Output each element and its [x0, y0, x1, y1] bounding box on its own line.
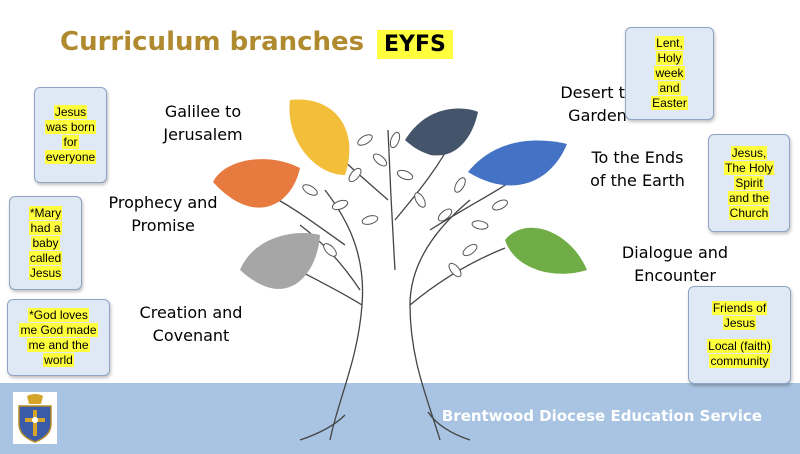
leaf-green	[505, 227, 587, 274]
leaf-orange	[213, 159, 300, 208]
topic-box-jesus-born: Jesus was born for everyone	[34, 87, 107, 183]
leaf-blue	[468, 140, 567, 186]
diocese-crest-icon	[13, 392, 57, 444]
stage-label: EYFS	[377, 30, 453, 59]
topic-box-friends-of-jesus: Friends of Jesus Local (faith) community	[688, 286, 791, 384]
leaf-yellow	[289, 99, 350, 175]
topic-box-mary: *Mary had a baby called Jesus	[9, 196, 82, 290]
topic-box-god-loves-me: *God loves me God made me and the world	[7, 299, 110, 376]
topic-box-holy-spirit: Jesus, The Holy Spirit and the Church	[708, 134, 790, 232]
page-title: Curriculum branches	[60, 27, 365, 57]
leaf-navy	[405, 108, 478, 156]
topic-box-lent: Lent, Holy week and Easter	[625, 27, 714, 120]
footer-text: Brentwood Diocese Education Service	[441, 407, 762, 425]
footer-bar: Brentwood Diocese Education Service	[0, 383, 800, 454]
leaf-gray	[240, 233, 320, 289]
